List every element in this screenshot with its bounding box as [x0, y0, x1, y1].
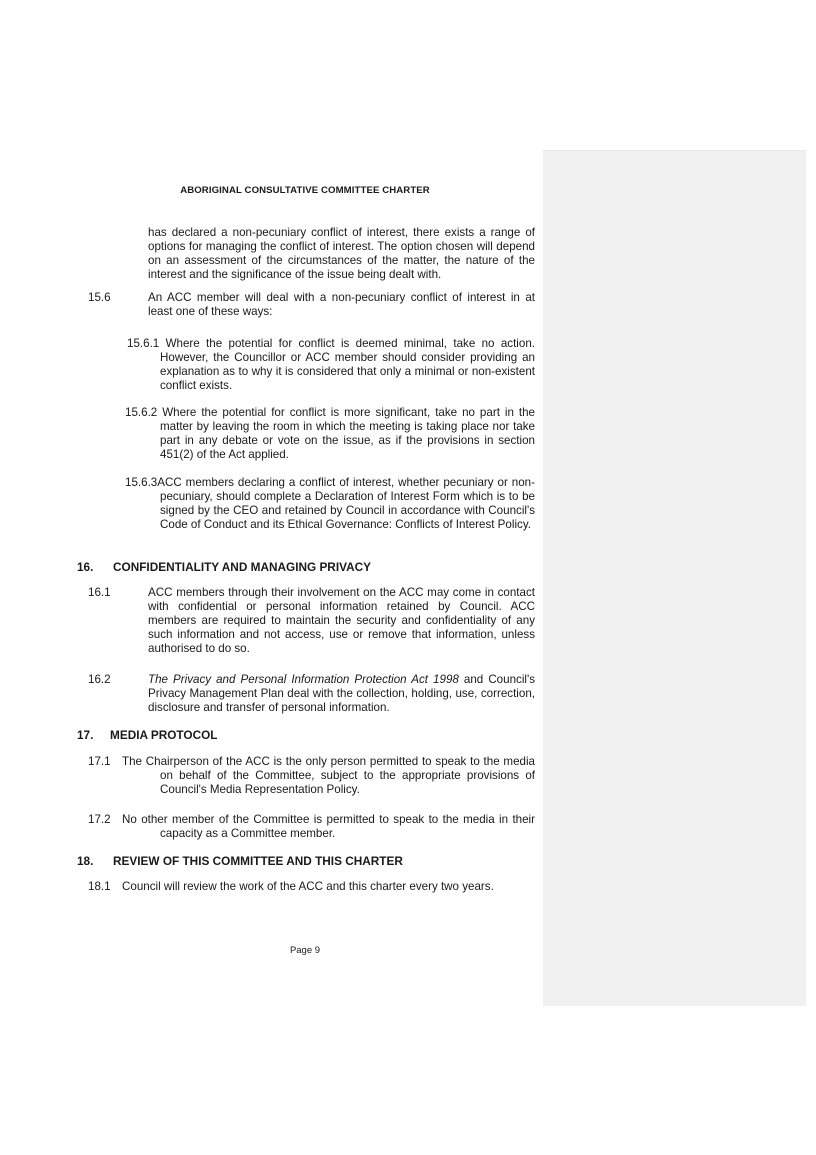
section-15-6-1: 15.6.1 Where the potential for conflict …: [127, 337, 535, 393]
section-17-2: No other member of the Committee is perm…: [122, 813, 535, 841]
section-17-1: The Chairperson of the ACC is the only p…: [122, 755, 535, 797]
section-number: 16.2: [88, 673, 111, 686]
section-18-1-text: Council will review the work of the ACC …: [122, 880, 494, 893]
section-15-6-3-text: ACC members declaring a conflict of inte…: [157, 476, 535, 531]
section-number: 15.6.1: [127, 337, 160, 350]
heading-number: 17.: [77, 728, 94, 742]
section-17-1-text: The Chairperson of the ACC is the only p…: [122, 755, 535, 796]
act-title: The Privacy and Personal Information Pro…: [148, 673, 459, 686]
section-16-1-text: ACC members through their involvement on…: [148, 586, 535, 655]
section-number: 17.2: [88, 813, 111, 826]
section-number: 18.1: [88, 880, 111, 893]
section-16-2-text: and Council's Privacy Management Plan de…: [148, 673, 535, 714]
section-16-2: The Privacy and Personal Information Pro…: [148, 673, 535, 715]
section-number: 15.6.2: [125, 406, 158, 419]
section-number: 17.1: [88, 755, 111, 768]
section-number: 15.6: [88, 291, 111, 304]
heading-17: MEDIA PROTOCOL: [110, 728, 218, 742]
heading-number: 16.: [77, 560, 94, 574]
section-15-6-text: An ACC member will deal with a non-pecun…: [148, 291, 535, 318]
heading-16: CONFIDENTIALITY AND MANAGING PRIVACY: [113, 560, 372, 574]
section-15-6-2-text: Where the potential for conflict is more…: [160, 406, 535, 461]
document-header: ABORIGINAL CONSULTATIVE COMMITTEE CHARTE…: [180, 185, 430, 196]
section-number: 15.6.3: [125, 476, 158, 489]
heading-number: 18.: [77, 854, 94, 868]
section-15-6-3: 15.6.3ACC members declaring a conflict o…: [125, 476, 535, 532]
section-15-6-1-text: Where the potential for conflict is deem…: [160, 337, 535, 392]
page-number: Page 9: [289, 945, 321, 956]
intro-paragraph: has declared a non-pecuniary conflict of…: [148, 226, 535, 281]
heading-18: REVIEW OF THIS COMMITTEE AND THIS CHARTE…: [113, 854, 403, 868]
comment-pane: [543, 150, 806, 1006]
section-17-2-text: No other member of the Committee is perm…: [122, 813, 535, 840]
section-15-6-2: 15.6.2 Where the potential for conflict …: [125, 406, 535, 462]
section-number: 16.1: [88, 586, 111, 599]
